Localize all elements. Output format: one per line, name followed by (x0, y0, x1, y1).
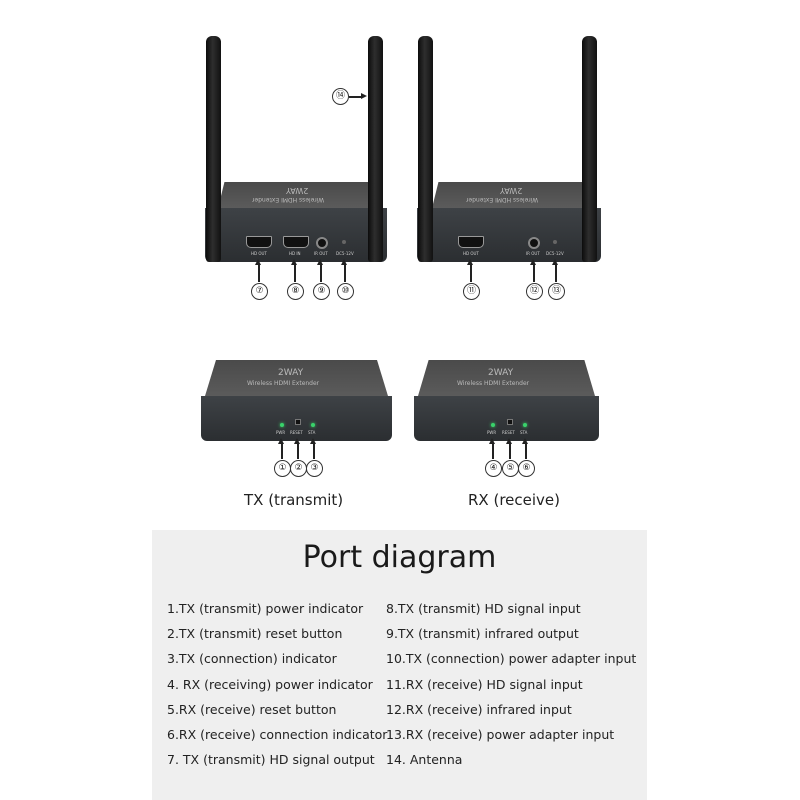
rx-front-brand: 2WAY (488, 368, 514, 378)
callout-5: ⑤ (502, 460, 519, 477)
legend-item: 9.TX (transmit) infrared output (386, 626, 579, 642)
rx-rear-top (432, 182, 594, 208)
tx-pwr-led (280, 423, 284, 427)
callout-4: ④ (485, 460, 502, 477)
legend-item: 4. RX (receiving) power indicator (167, 676, 373, 692)
legend-right-column: 8.TX (transmit) HD signal input 9.TX (tr… (386, 596, 636, 772)
rx-caption: RX (receive) (468, 491, 560, 509)
rx-label-sta: STA (520, 430, 528, 435)
callout-11-arrow (467, 259, 473, 282)
callout-13-arrow (552, 259, 558, 282)
rx-pwr-led (491, 423, 495, 427)
legend-title: Port diagram (302, 540, 497, 575)
callout-1: ① (274, 460, 291, 477)
callout-10-arrow (341, 259, 347, 282)
tx-front-panel (201, 396, 392, 441)
legend-item: 13.RX (receive) power adapter input (386, 726, 615, 742)
rx-hd-out-port (458, 236, 484, 248)
tx-label-hd-in: HD IN (289, 251, 301, 256)
callout-6-arrow (522, 438, 528, 459)
rx-label-hd-out: HD OUT (463, 251, 479, 256)
legend-item: 2.TX (transmit) reset button (167, 626, 343, 642)
rx-antenna-right (582, 36, 597, 262)
tx-hd-in-port (283, 236, 309, 248)
callout-9: ⑨ (313, 283, 330, 300)
tx-label-reset: RESET (290, 430, 303, 435)
legend-item: 8.TX (transmit) HD signal input (386, 601, 581, 616)
rx-label-pwr: PWR (487, 430, 497, 435)
tx-dc-port (342, 240, 346, 244)
rx-label-ir-out: IR OUT (526, 251, 540, 256)
rx-rear-brand: 2WAY (500, 186, 523, 195)
callout-5-arrow (506, 438, 512, 459)
tx-label-sta: STA (308, 430, 316, 435)
callout-14-arrow (349, 93, 367, 99)
rx-rear-front (417, 208, 601, 262)
callout-12: ⑫ (526, 283, 543, 300)
callout-8: ⑧ (287, 283, 304, 300)
tx-ir-out-port (316, 237, 328, 249)
tx-rear-top (218, 182, 380, 208)
legend-item: 1.TX (transmit) power indicator (167, 601, 364, 616)
rx-ir-out-port (528, 237, 540, 249)
callout-1-arrow (278, 438, 284, 459)
callout-12-arrow (530, 259, 536, 282)
legend-item: 7. TX (transmit) HD signal output (167, 752, 375, 768)
callout-13: ⑬ (548, 283, 565, 300)
callout-14: ⑭ (332, 88, 349, 105)
rx-label-dc: DC5-12V (546, 251, 564, 256)
tx-reset-button (295, 419, 301, 425)
callout-10: ⑩ (337, 283, 354, 300)
tx-label-pwr: PWR (276, 430, 286, 435)
tx-antenna-right (368, 36, 383, 262)
legend-item: 11.RX (receive) HD signal input (386, 676, 583, 692)
tx-hd-out-port (246, 236, 272, 248)
rx-antenna-left (418, 36, 433, 262)
tx-rear-front (205, 208, 387, 262)
callout-7: ⑦ (251, 283, 268, 300)
tx-rear-brand: 2WAY (286, 186, 309, 195)
port-legend-panel: Port diagram 1.TX (transmit) power indic… (152, 530, 647, 800)
callout-8-arrow (291, 259, 297, 282)
callout-2: ② (290, 460, 307, 477)
rx-dc-port (553, 240, 557, 244)
tx-front-subtitle: Wireless HDMI Extender (247, 380, 320, 387)
legend-item: 6.RX (receive) connection indicator (167, 726, 388, 742)
tx-rear-subtitle: Wireless HDMI Extender (252, 196, 325, 203)
rx-front-subtitle: Wireless HDMI Extender (457, 380, 530, 387)
tx-caption: TX (transmit) (244, 491, 344, 509)
callout-6: ⑥ (518, 460, 535, 477)
legend-left-column: 1.TX (transmit) power indicator 2.TX (tr… (167, 596, 387, 772)
callout-2-arrow (294, 438, 300, 459)
callout-11: ⑪ (463, 283, 480, 300)
callout-4-arrow (489, 438, 495, 459)
legend-item: 12.RX (receive) infrared input (386, 701, 572, 717)
rx-front-top (418, 360, 595, 396)
tx-antenna-left (206, 36, 221, 262)
rx-sta-led (523, 423, 527, 427)
legend-item: 14. Antenna (386, 752, 463, 768)
tx-label-dc: DC5-12V (336, 251, 354, 256)
legend-item: 5.RX (receive) reset button (167, 701, 337, 717)
tx-label-hd-out: HD OUT (251, 251, 267, 256)
legend-item: 10.TX (connection) power adapter input (386, 651, 637, 667)
tx-front-brand: 2WAY (278, 368, 304, 378)
callout-3: ③ (306, 460, 323, 477)
rx-front-panel (414, 396, 599, 441)
legend-item: 3.TX (connection) indicator (167, 651, 337, 667)
callout-3-arrow (310, 438, 316, 459)
rx-label-reset: RESET (502, 430, 515, 435)
tx-sta-led (311, 423, 315, 427)
tx-label-ir-out: IR OUT (314, 251, 328, 256)
callout-9-arrow (317, 259, 323, 282)
callout-7-arrow (255, 259, 261, 282)
tx-front-top (205, 360, 388, 396)
rx-reset-button (507, 419, 513, 425)
rx-rear-subtitle: Wireless HDMI Extender (466, 196, 539, 203)
